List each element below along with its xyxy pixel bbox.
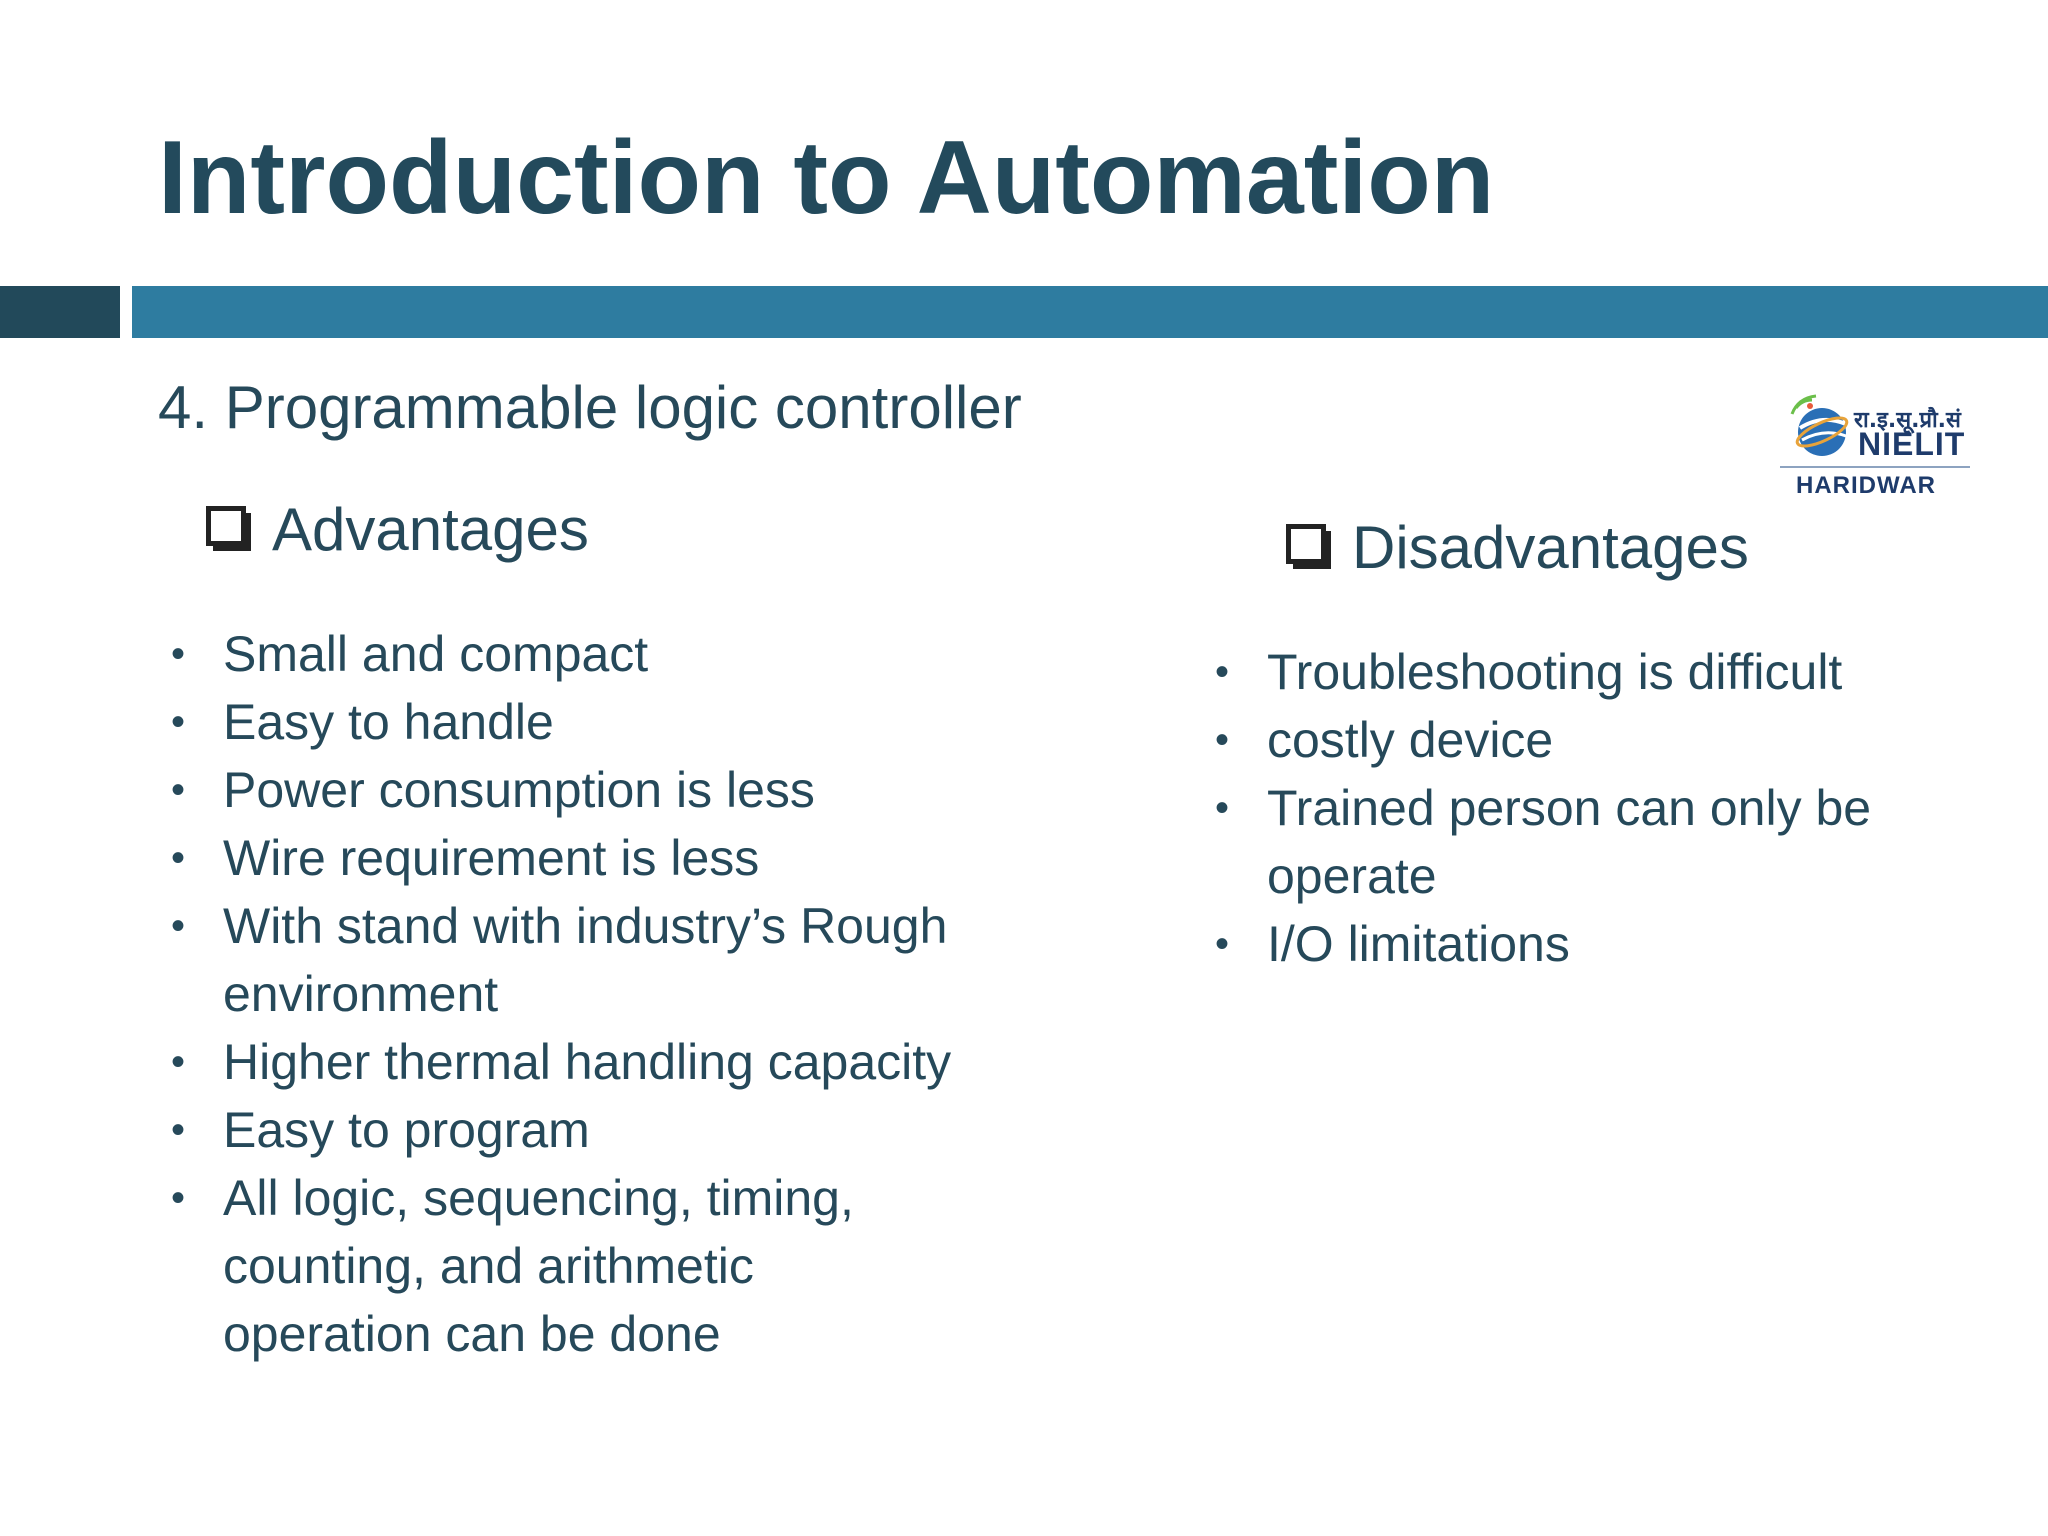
logo-name: NIELIT (1858, 426, 1966, 462)
list-item-continuation: operate (1267, 848, 1437, 904)
checkbox-icon (206, 506, 246, 546)
advantages-heading: Advantages (206, 494, 589, 566)
list-item: • costly device (1202, 706, 2002, 774)
list-item: • Small and compact (158, 620, 1038, 688)
logo-city: HARIDWAR (1796, 472, 1936, 499)
disadvantages-heading: Disadvantages (1286, 512, 1749, 584)
bullet-icon: • (1214, 786, 1229, 830)
list-item: • Wire requirement is less (158, 824, 1038, 892)
list-item: • Easy to handle (158, 688, 1038, 756)
logo-divider (1780, 466, 1970, 468)
disadvantages-heading-text: Disadvantages (1352, 514, 1749, 581)
bullet-icon: • (170, 904, 185, 948)
list-item-continuation: environment (223, 966, 499, 1022)
list-item: • Trained person can only be (1202, 774, 2002, 842)
bullet-icon: • (170, 836, 185, 880)
advantages-list: • Small and compact • Easy to handle • P… (158, 620, 1038, 1368)
checkbox-icon (1286, 524, 1326, 564)
bullet-icon: • (1214, 922, 1229, 966)
list-item: • Easy to program (158, 1096, 1038, 1164)
bullet-icon: • (170, 632, 185, 676)
logo-hindi-text: रा.इ.सू.प्रौ.सं (1854, 408, 1961, 433)
bullet-icon: • (1214, 718, 1229, 762)
list-item: • All logic, sequencing, timing, (158, 1164, 1038, 1232)
bullet-icon: • (170, 1108, 185, 1152)
list-item: •I/O limitations (1202, 910, 2002, 978)
bullet-icon: • (1214, 650, 1229, 694)
slide-subtitle: 4. Programmable logic controller (158, 374, 1022, 441)
slide-title: Introduction to Automation (158, 120, 1495, 236)
list-item-continuation: counting, and arithmetic (223, 1238, 754, 1294)
list-item-continuation: operation can be done (223, 1306, 721, 1362)
header-bar-accent (0, 286, 120, 338)
globe-icon (1790, 394, 1849, 456)
header-bar (132, 286, 2048, 338)
bullet-icon: • (170, 1176, 185, 1220)
advantages-heading-text: Advantages (272, 496, 589, 563)
bullet-icon: • (170, 1040, 185, 1084)
nielit-logo: रा.इ.सू.प्रौ.सं NIELIT HARIDWAR (1774, 380, 1974, 510)
list-item: • Higher thermal handling capacity (158, 1028, 1038, 1096)
disadvantages-list: •Troubleshooting is difficult • costly d… (1202, 638, 2002, 978)
bullet-icon: • (170, 768, 185, 812)
list-item: • With stand with industry’s Rough (158, 892, 1038, 960)
bullet-icon: • (170, 700, 185, 744)
list-item: • Power consumption is less (158, 756, 1038, 824)
list-item: •Troubleshooting is difficult (1202, 638, 2002, 706)
